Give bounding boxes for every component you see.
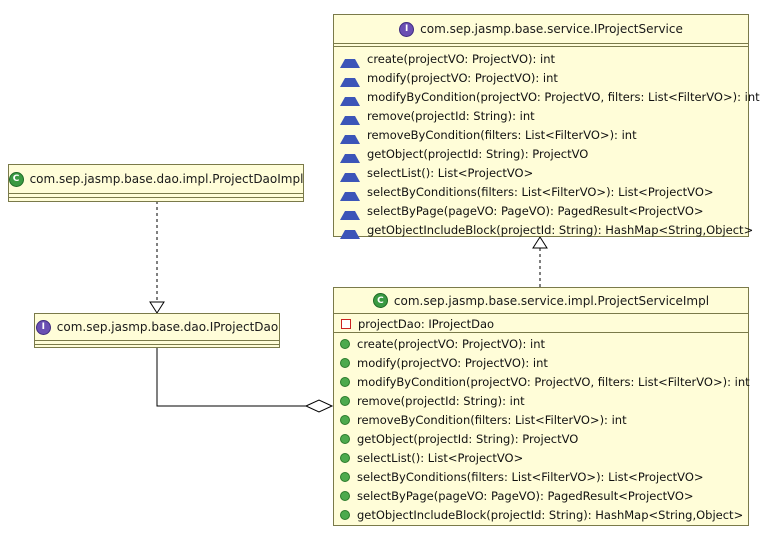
- abstract-method-icon: [340, 68, 360, 87]
- method-signature: selectByConditions(filters: List<FilterV…: [357, 469, 704, 484]
- abstract-method-icon: [340, 87, 360, 106]
- private-field-icon: [341, 318, 351, 329]
- iproject-service-title: com.sep.jasmp.base.service.IProjectServi…: [420, 22, 683, 36]
- method-signature: modifyByCondition(projectVO: ProjectVO, …: [357, 374, 750, 389]
- method-row: removeByCondition(filters: List<FilterVO…: [334, 125, 748, 144]
- method-row: getObjectIncludeBlock(projectId: String)…: [334, 220, 753, 239]
- aggregation-diamond: [304, 399, 334, 413]
- method-row: remove(projectId: String): int: [334, 106, 748, 125]
- method-row: selectByConditions(filters: List<FilterV…: [334, 182, 748, 201]
- method-row: removeByCondition(filters: List<FilterVO…: [334, 410, 748, 429]
- attributes-compartment: projectDao: IProjectDao: [334, 314, 748, 333]
- attributes-compartment: [35, 341, 279, 345]
- method-row: modifyByCondition(projectVO: ProjectVO, …: [334, 372, 750, 391]
- method-row: modifyByCondition(projectVO: ProjectVO, …: [334, 87, 760, 106]
- public-method-icon: [340, 395, 350, 406]
- interface-icon: I: [399, 21, 415, 37]
- iproject-dao-title: com.sep.jasmp.base.dao.IProjectDao: [56, 320, 279, 334]
- abstract-method-icon: [340, 163, 360, 182]
- method-signature: getObject(projectId: String): ProjectVO: [367, 146, 589, 161]
- method-row: getObject(projectId: String): ProjectVO: [334, 429, 748, 448]
- project-service-impl-title: com.sep.jasmp.base.service.impl.ProjectS…: [393, 293, 710, 308]
- abstract-method-icon: [340, 182, 360, 201]
- iproject-dao-box[interactable]: I com.sep.jasmp.base.dao.IProjectDao: [34, 313, 280, 348]
- method-row: remove(projectId: String): int: [334, 391, 748, 410]
- realization-arrowhead-dao: [149, 301, 165, 314]
- method-signature: removeByCondition(filters: List<FilterVO…: [357, 412, 627, 427]
- public-method-icon: [340, 452, 350, 463]
- field-signature: projectDao: IProjectDao: [358, 316, 495, 331]
- project-dao-impl-title: com.sep.jasmp.base.dao.impl.ProjectDaoIm…: [29, 172, 304, 186]
- public-method-icon: [340, 357, 350, 368]
- method-row: modify(projectVO: ProjectVO): int: [334, 68, 748, 87]
- method-row: selectList(): List<ProjectVO>: [334, 163, 748, 182]
- abstract-method-icon: [340, 144, 360, 163]
- method-signature: modifyByCondition(projectVO: ProjectVO, …: [367, 89, 760, 104]
- method-signature: getObjectIncludeBlock(projectId: String)…: [357, 507, 744, 522]
- method-signature: getObjectIncludeBlock(projectId: String)…: [367, 222, 754, 237]
- abstract-method-icon: [340, 201, 360, 220]
- abstract-method-icon: [340, 49, 360, 68]
- attributes-compartment: [9, 194, 303, 198]
- class-icon: C: [372, 293, 388, 308]
- class-icon: C: [8, 171, 24, 187]
- methods-compartment: create(projectVO: ProjectVO): int modify…: [334, 47, 760, 239]
- method-row: create(projectVO: ProjectVO): int: [334, 334, 748, 353]
- method-row: selectByPage(pageVO: PageVO): PagedResul…: [334, 486, 748, 505]
- method-signature: getObject(projectId: String): ProjectVO: [357, 431, 579, 446]
- method-signature: selectByConditions(filters: List<FilterV…: [367, 184, 714, 199]
- project-service-impl-header: C com.sep.jasmp.base.service.impl.Projec…: [334, 288, 748, 314]
- public-method-icon: [340, 376, 350, 387]
- method-signature: selectList(): List<ProjectVO>: [357, 450, 524, 465]
- interface-icon: I: [35, 319, 51, 335]
- public-method-icon: [340, 338, 350, 349]
- abstract-method-icon: [340, 220, 360, 239]
- method-row: modify(projectVO: ProjectVO): int: [334, 353, 748, 372]
- method-signature: selectByPage(pageVO: PageVO): PagedResul…: [367, 203, 704, 218]
- project-service-impl-box[interactable]: C com.sep.jasmp.base.service.impl.Projec…: [333, 287, 750, 526]
- method-signature: selectByPage(pageVO: PageVO): PagedResul…: [357, 488, 694, 503]
- method-signature: selectList(): List<ProjectVO>: [367, 165, 534, 180]
- method-signature: modify(projectVO: ProjectVO): int: [357, 355, 548, 370]
- abstract-method-icon: [340, 106, 360, 125]
- public-method-icon: [340, 509, 350, 520]
- methods-compartment: create(projectVO: ProjectVO): int modify…: [334, 333, 750, 524]
- method-signature: removeByCondition(filters: List<FilterVO…: [367, 127, 637, 142]
- public-method-icon: [340, 414, 350, 425]
- method-row: getObjectIncludeBlock(projectId: String)…: [334, 505, 748, 524]
- realization-arrowhead-service: [532, 236, 548, 249]
- attributes-compartment: [334, 44, 748, 47]
- method-signature: create(projectVO: ProjectVO): int: [357, 336, 546, 351]
- method-signature: remove(projectId: String): int: [357, 393, 525, 408]
- iproject-service-header: I com.sep.jasmp.base.service.IProjectSer…: [334, 15, 748, 44]
- public-method-icon: [340, 471, 350, 482]
- abstract-method-icon: [340, 125, 360, 144]
- project-dao-impl-box[interactable]: C com.sep.jasmp.base.dao.impl.ProjectDao…: [8, 164, 304, 202]
- public-method-icon: [340, 490, 350, 501]
- method-signature: create(projectVO: ProjectVO): int: [367, 51, 556, 66]
- public-method-icon: [340, 433, 350, 444]
- method-row: getObject(projectId: String): ProjectVO: [334, 144, 748, 163]
- aggregation-line: [156, 347, 308, 407]
- method-row: selectByConditions(filters: List<FilterV…: [334, 467, 748, 486]
- project-dao-impl-header: C com.sep.jasmp.base.dao.impl.ProjectDao…: [8, 165, 304, 194]
- method-row: selectList(): List<ProjectVO>: [334, 448, 748, 467]
- method-signature: remove(projectId: String): int: [367, 108, 535, 123]
- method-row: create(projectVO: ProjectVO): int: [334, 49, 748, 68]
- field-row: projectDao: IProjectDao: [334, 315, 748, 332]
- iproject-dao-header: I com.sep.jasmp.base.dao.IProjectDao: [35, 314, 279, 341]
- method-row: selectByPage(pageVO: PageVO): PagedResul…: [334, 201, 748, 220]
- method-signature: modify(projectVO: ProjectVO): int: [367, 70, 558, 85]
- iproject-service-box[interactable]: I com.sep.jasmp.base.service.IProjectSer…: [333, 14, 760, 239]
